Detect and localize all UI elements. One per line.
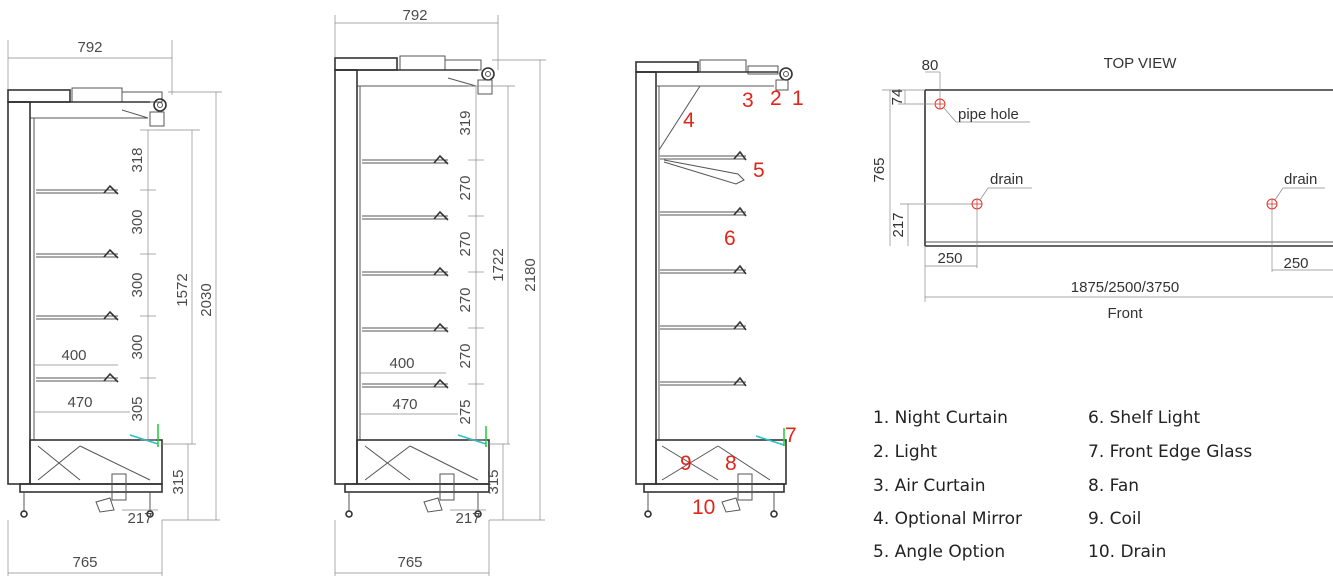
callout-2: 2 (770, 87, 782, 110)
shelf-gap-4: 300 (129, 334, 146, 359)
shelf-gap-4: 270 (457, 287, 474, 312)
front-label: Front (1107, 305, 1143, 322)
legend-item-angle-option: 5. Angle Option (873, 542, 1005, 562)
pipe-hole-label: pipe hole (958, 106, 1019, 123)
dim-765-label: 765 (871, 157, 888, 182)
shelf-gap-2: 270 (457, 175, 474, 200)
callout-5: 5 (753, 159, 765, 182)
total-height-label: 2180 (522, 258, 539, 291)
inner-height-label: 1572 (174, 273, 191, 306)
shelf-gap-3: 270 (457, 231, 474, 256)
dim-80-label: 80 (922, 57, 939, 74)
callout-1: 1 (792, 87, 804, 110)
callout-9: 9 (680, 452, 692, 475)
inner-height-label: 1722 (490, 248, 507, 281)
shelf-depth-470: 470 (67, 394, 92, 411)
shelf-gap-3: 300 (129, 272, 146, 297)
side-view-2180: 792 (334, 7, 546, 576)
drain-offset-label: 217 (455, 510, 480, 527)
drain-offset-label: 217 (127, 510, 152, 527)
top-width-label: 792 (77, 39, 102, 56)
callout-8: 8 (725, 452, 737, 475)
callout-7: 7 (785, 424, 797, 447)
top-width-label: 792 (402, 7, 427, 24)
drain-left-label: drain (990, 171, 1023, 188)
legend-item-shelf-light: 6. Shelf Light (1088, 408, 1201, 428)
dim-74-label: 74 (889, 89, 906, 106)
legend-item-coil: 9. Coil (1088, 509, 1141, 529)
shelf-depth-400: 400 (389, 355, 414, 372)
shelf-depth-470: 470 (392, 396, 417, 413)
callout-view: 3 2 1 4 5 6 7 8 9 10 (635, 59, 804, 519)
shelf-depth-400: 400 (61, 347, 86, 364)
shelf-gap-6: 275 (457, 399, 474, 424)
legend-item-optional-mirror: 4. Optional Mirror (873, 509, 1022, 529)
shelf-gap-5: 270 (457, 343, 474, 368)
bottom-width-label: 765 (72, 554, 97, 571)
callout-10: 10 (692, 496, 715, 519)
callout-6: 6 (724, 227, 736, 250)
shelf-gap-1: 319 (457, 110, 474, 135)
bottom-width-label: 765 (397, 554, 422, 571)
dim-217-label: 217 (890, 212, 907, 237)
legend-item-front-edge-glass: 7. Front Edge Glass (1088, 442, 1252, 462)
top-view-title: TOP VIEW (1104, 55, 1178, 72)
legend-item-night-curtain: 1. Night Curtain (873, 408, 1008, 428)
callout-4: 4 (683, 109, 695, 132)
legend-item-light: 2. Light (873, 442, 937, 462)
shelf-gap-2: 300 (129, 209, 146, 234)
legend-item-drain: 10. Drain (1088, 542, 1166, 562)
dim-250-left: 250 (937, 250, 962, 267)
shelf-gap-1: 318 (129, 147, 146, 172)
base-height-label: 315 (170, 469, 187, 494)
drain-right-label: drain (1284, 171, 1317, 188)
total-height-label: 2030 (198, 283, 215, 316)
length-label: 1875/2500/3750 (1071, 279, 1179, 296)
legend-item-air-curtain: 3. Air Curtain (873, 476, 986, 496)
shelf-gap-5: 305 (129, 396, 146, 421)
callout-3: 3 (742, 89, 754, 112)
legend: 1. Night Curtain 2. Light 3. Air Curtain… (873, 408, 1252, 562)
legend-item-fan: 8. Fan (1088, 476, 1139, 496)
dim-250-right: 250 (1283, 255, 1308, 272)
base-height-label: 315 (485, 469, 502, 494)
side-view-2030: 792 (7, 39, 222, 576)
top-view: TOP VIEW 80 74 765 217 pipe hole (871, 55, 1333, 322)
